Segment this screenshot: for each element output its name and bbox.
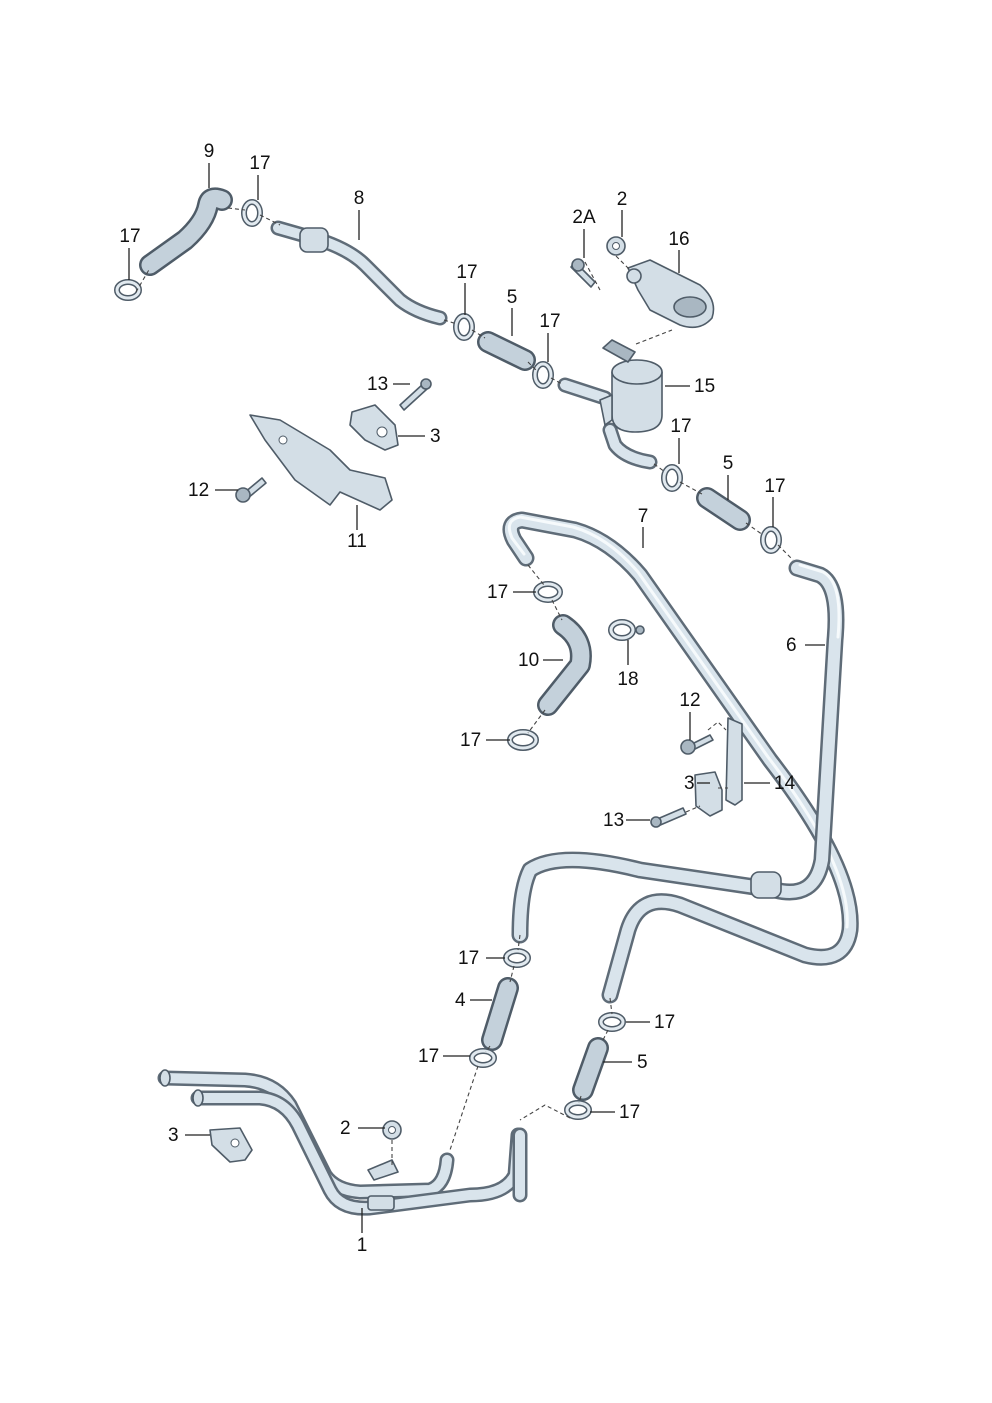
screw-12-top [235,477,267,503]
callout-17-l: 17 [619,1102,640,1123]
callout-5-top: 5 [507,287,518,308]
hose-clamps [114,199,782,1120]
callout-11: 11 [347,531,367,552]
bolt-13-top [399,378,432,411]
bolt-2a [570,258,596,288]
leader-lines [128,163,825,1233]
callout-13-mid: 13 [603,810,624,831]
callout-12-top: 12 [188,480,209,501]
nut-2-top [606,236,626,256]
screw-12-mid [680,734,714,755]
callout-17-h: 17 [460,730,481,751]
hose-10 [537,614,592,716]
callout-17-d: 17 [539,311,560,332]
callout-17-j: 17 [418,1046,439,1067]
hose-5-top [477,331,536,371]
callout-1: 1 [357,1235,368,1256]
callout-3-top: 3 [430,426,441,447]
callout-12-mid: 12 [679,690,700,711]
callout-18: 18 [617,669,638,690]
valve-15 [557,339,663,470]
clip-3-top [349,404,399,451]
callout-17-f: 17 [764,476,785,497]
bracket-14 [725,717,743,806]
bolt-13-mid [650,807,687,828]
hose-4 [481,977,519,1051]
assembly-lines [135,207,794,1165]
callout-3-mid: 3 [684,773,695,794]
callout-2a: 2A [572,207,596,228]
nut-2-bottom [382,1120,402,1140]
pipe-6 [511,559,845,944]
callout-17-b: 17 [119,226,140,247]
callout-17-e: 17 [670,416,691,437]
callout-17-a: 17 [249,153,270,174]
callout-17-k: 17 [654,1012,675,1033]
callout-16: 16 [668,229,689,250]
pipe-6-sleeve [750,871,782,899]
clip-3-mid [694,771,723,817]
callout-6: 6 [786,635,797,656]
clip-3-bottom [209,1127,253,1163]
hose-5-mid [696,487,751,531]
callout-17-i: 17 [458,948,479,969]
callout-17-g: 17 [487,582,508,603]
pipe-8 [270,220,448,326]
callout-2-bottom: 2 [340,1118,351,1139]
callout-2-top: 2 [617,189,628,210]
bracket-16 [626,259,715,329]
pipe-1 [157,1069,526,1216]
callout-8: 8 [354,188,365,209]
callout-10: 10 [518,650,539,671]
callout-5-bottom: 5 [637,1052,648,1073]
bracket-11 [249,414,393,511]
callout-3-bottom: 3 [168,1125,179,1146]
callout-17-c: 17 [456,262,477,283]
callout-5-mid: 5 [723,453,734,474]
callout-9: 9 [204,141,215,162]
callout-14: 14 [774,773,796,794]
callout-7: 7 [638,506,649,527]
hose-9 [139,187,233,276]
callout-13-top: 13 [367,374,388,395]
callout-labels: 9 17 17 8 2A 2 16 17 5 17 15 13 3 12 11 … [119,141,796,1256]
callout-4: 4 [455,990,466,1011]
hose-5-bottom [572,1037,609,1101]
callout-15: 15 [694,376,715,397]
